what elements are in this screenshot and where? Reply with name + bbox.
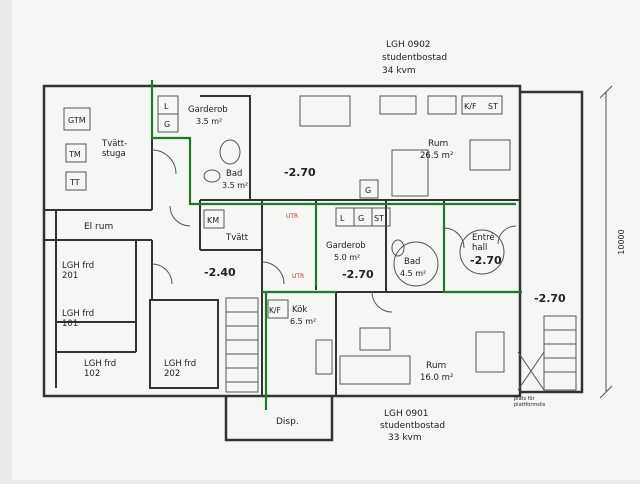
unit-0901-name: LGH 0901 [384,409,429,419]
room-tvatt: Tvätt [225,233,249,243]
room-bad-top-area: 3.5 m² [222,181,248,190]
fixture-g-mid: G [358,214,364,223]
outer-walls [42,84,584,442]
room-kok: Kök [292,305,307,315]
dimension-label: 10000 [617,229,626,254]
door-swings [151,149,517,313]
level-marker-2: -2.40 [204,266,236,279]
fixture-kf-top: K/F [464,102,477,111]
fixture-tm: TM [68,150,81,159]
room-tvattstuga: Tvätt-stuga [101,139,127,159]
unit-0902-type: studentbostad [382,53,447,63]
room-rum-bottom: Rum [426,361,446,371]
fixture-tt: TT [69,178,80,187]
accent-lines [150,80,522,410]
level-marker-5: -2.70 [534,292,566,305]
room-garderob-mid-area: 5.0 m² [334,253,360,262]
dimension-line [599,85,613,399]
fixture-km: KM [207,216,219,225]
fixture-gtm: GTM [68,116,86,125]
fixture-g-top: G [164,120,170,129]
fixture-boxes [63,95,511,385]
unit-0902-name: LGH 0902 [386,40,431,50]
unit-0901-type: studentbostad [380,421,445,431]
utr-label-2: UTR [292,273,304,280]
level-marker-3: -2.70 [342,268,374,281]
room-el-rum: El rum [84,222,113,232]
room-bad-mid: Bad [404,257,420,267]
level-marker-4: -2.70 [470,254,502,267]
fixture-st-mid: ST [374,214,384,223]
unit-0901-area: 33 kvm [388,433,422,443]
level-marker-1: -2.70 [284,166,316,179]
sanitary-fixtures [203,139,505,287]
room-garderob-top: Garderob [188,105,228,115]
fixture-kf-bottom: K/F [269,306,281,315]
room-rum-bottom-area: 16.0 m² [420,373,453,383]
utr-label-1: UTR [286,213,298,220]
fixture-st-top: ST [488,102,498,111]
room-garderob-top-area: 3.5 m² [196,117,222,126]
fixture-l-top: L [164,102,169,111]
fixture-g-room: G [365,186,371,195]
room-kok-area: 6.5 m² [290,317,316,326]
room-rum-top-area: 26.5 m² [420,151,453,161]
fixture-l-mid: L [340,214,345,223]
room-disp: Disp. [276,417,299,427]
stairs-left [225,297,259,393]
unit-0902-area: 34 kvm [382,66,416,76]
room-rum-top: Rum [428,139,448,149]
room-bad-mid-area: 4.5 m² [400,269,426,278]
room-bad-top: Bad [226,169,242,179]
stairs-right [517,315,577,391]
room-garderob-mid: Garderob [326,241,366,251]
